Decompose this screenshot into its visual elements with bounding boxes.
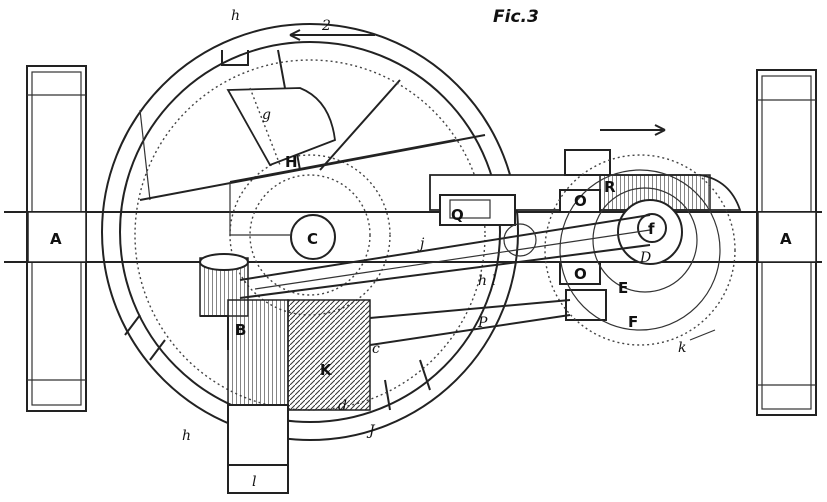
label-h-bottom: h: [182, 428, 191, 444]
figure-title: Fic.3: [493, 7, 539, 27]
label-A-left: A: [50, 230, 62, 248]
label-O-top: O: [574, 192, 587, 210]
label-H: H: [285, 153, 298, 171]
connecting-rods: [239, 214, 651, 346]
label-K: K: [320, 361, 333, 379]
label-f: f: [648, 220, 655, 238]
arrow-label: 2: [321, 18, 331, 34]
label-j: j: [417, 236, 425, 252]
label-C: C: [307, 230, 318, 248]
axle: [4, 211, 822, 263]
shoe-g: [226, 87, 336, 167]
label-J: J: [366, 423, 376, 439]
lower-assembly: [199, 253, 371, 494]
rotation-arrows: [289, 29, 666, 136]
label-hl: h l: [478, 273, 496, 289]
label-E: E: [618, 279, 628, 297]
block-Q: [439, 194, 516, 226]
label-B: B: [235, 321, 246, 339]
frame-R: [429, 149, 742, 321]
label-Q: Q: [451, 206, 464, 224]
label-g: g: [262, 107, 271, 123]
label-l: l: [252, 474, 256, 490]
label-c: c: [372, 341, 380, 357]
label-A-right: A: [780, 230, 792, 248]
label-O-bottom: O: [574, 265, 587, 283]
label-d: d: [338, 398, 347, 414]
label-D: D: [639, 250, 651, 266]
label-P: P: [477, 315, 488, 331]
label-h-top: h: [231, 8, 240, 24]
label-k: k: [678, 340, 686, 356]
label-R: R: [604, 178, 616, 196]
label-F: F: [628, 313, 638, 331]
